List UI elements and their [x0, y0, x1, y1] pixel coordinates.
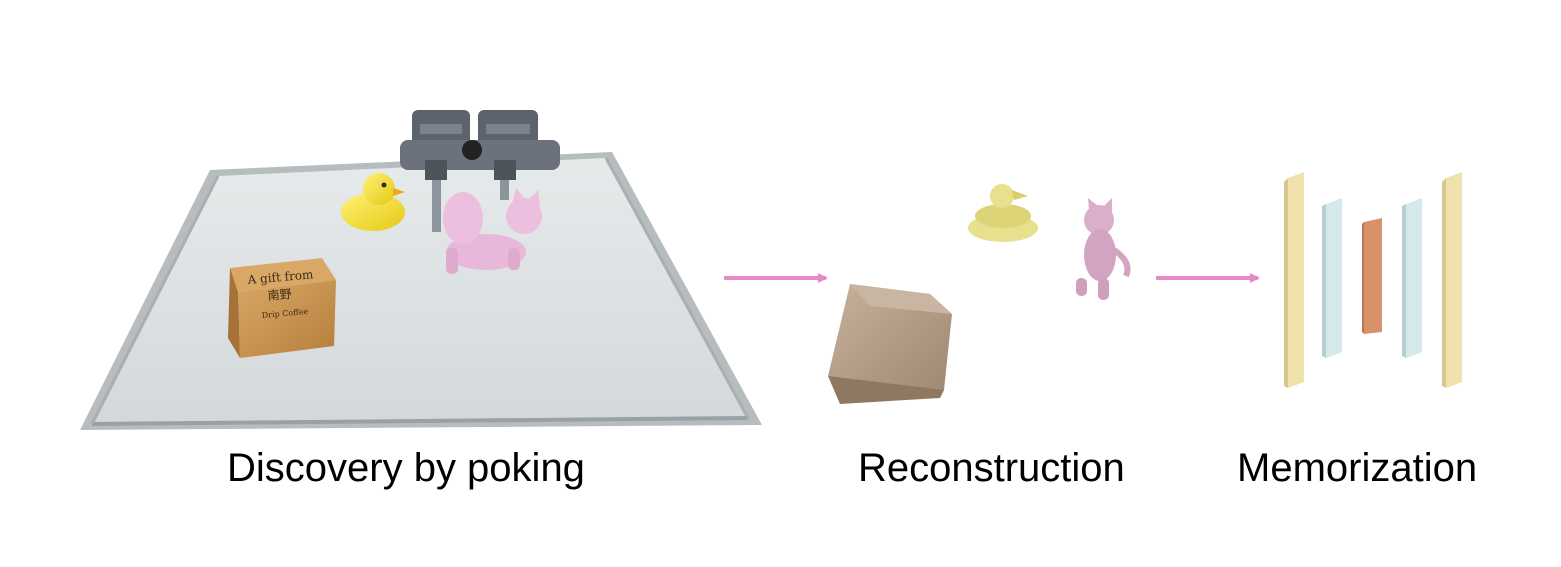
- box-text-line1: A gift from: [246, 267, 314, 287]
- box-text-line3: Drip Coffee: [261, 307, 308, 320]
- caption-discovery: Discovery by poking: [227, 446, 585, 490]
- caption-memorization: Memorization: [1237, 446, 1478, 490]
- toy-cat-icon: [443, 188, 542, 274]
- recon-box-icon: [828, 284, 952, 404]
- gift-box-icon: A gift from 南野 Drip Coffee: [228, 258, 336, 358]
- reconstruction-objects: [828, 184, 1131, 404]
- layer-outer-left: [1288, 172, 1304, 388]
- layer-center: [1364, 218, 1382, 334]
- robot-gripper-icon: [400, 110, 560, 232]
- rubber-duck-icon: [341, 173, 405, 231]
- table-surface: [92, 158, 748, 424]
- recon-cat-icon: [1076, 198, 1131, 300]
- box-text-line2: 南野: [267, 286, 292, 303]
- layer-outer-right: [1446, 172, 1462, 388]
- layer-mid-right: [1406, 198, 1422, 358]
- recon-duck-icon: [968, 184, 1038, 242]
- tabletop-scene: [80, 152, 762, 430]
- layer-mid-left: [1326, 198, 1342, 358]
- caption-reconstruction: Reconstruction: [858, 446, 1125, 490]
- network-layers-icon: [1284, 172, 1462, 388]
